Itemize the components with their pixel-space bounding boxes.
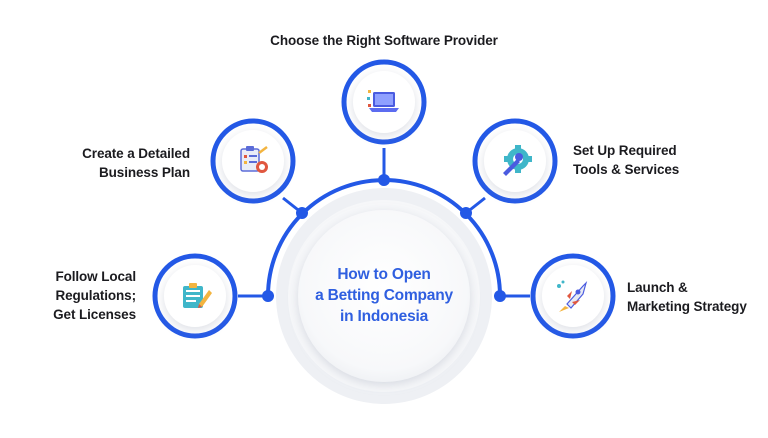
step-label-line: Follow Local <box>55 269 136 284</box>
connector-dot-software <box>378 174 390 186</box>
step-label-line: Create a Detailed <box>82 146 190 161</box>
step-label-launch: Launch & Marketing Strategy <box>627 278 767 316</box>
step-label-line: Regulations; <box>55 288 136 303</box>
connector-dot-launch <box>494 290 506 302</box>
step-label-line: Tools & Services <box>573 162 680 177</box>
step-label-line: Business Plan <box>99 165 190 180</box>
step-label-line: Choose the Right Software Provider <box>270 33 498 48</box>
laptop-software-icon <box>367 90 399 112</box>
center-title-line: in Indonesia <box>339 308 429 325</box>
step-label-line: Marketing Strategy <box>627 299 747 314</box>
center-title: How to Open a Betting Company in Indones… <box>299 264 469 327</box>
step-label-tools: Set Up Required Tools & Services <box>573 141 723 179</box>
rocket-icon <box>557 280 588 312</box>
center-title-line: a Betting Company <box>315 287 453 304</box>
connector-dot-tools <box>460 207 472 219</box>
connector-dot-regulations <box>262 290 274 302</box>
connector-dot-business-plan <box>296 207 308 219</box>
step-label-software: Choose the Right Software Provider <box>234 31 534 50</box>
step-label-line: Set Up Required <box>573 143 677 158</box>
wrench-gear-icon <box>503 145 532 176</box>
step-label-line: Launch & <box>627 280 688 295</box>
center-disc <box>276 188 492 404</box>
step-node-launch <box>530 253 616 339</box>
step-label-regulations: Follow Local Regulations; Get Licenses <box>34 267 136 324</box>
step-label-business-plan: Create a Detailed Business Plan <box>40 144 190 182</box>
step-label-line: Get Licenses <box>53 307 136 322</box>
center-title-line: How to Open <box>337 266 431 283</box>
regulations-clipboard-icon <box>183 283 212 308</box>
business-plan-icon <box>240 146 268 173</box>
